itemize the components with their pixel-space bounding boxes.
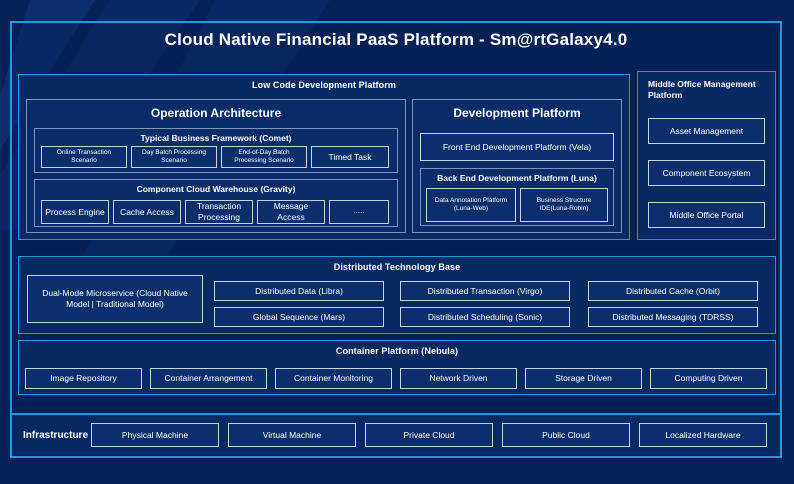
tile-container-monitoring[interactable]: Container Monitoring <box>275 368 392 389</box>
tile-container-arrangement[interactable]: Container Arrangement <box>150 368 267 389</box>
low-code-panel-title: Low Code Development Platform <box>252 80 396 90</box>
tile-label: Image Repository <box>50 373 117 384</box>
tile-network-driven[interactable]: Network Driven <box>400 368 517 389</box>
tile-label: Distributed Data (Libra) <box>255 285 343 296</box>
tile-label: Physical Machine <box>121 429 189 440</box>
tile-end-of-day-batch-processing-scenario[interactable]: End-of-Day Batch Processing Scenario <box>221 146 307 168</box>
infrastructure-label: Infrastructure <box>23 430 89 441</box>
tile-message-access[interactable]: Message Access <box>257 200 325 224</box>
tile-business-structure-ide[interactable]: Business Structure IDE(Luna-Robin) <box>520 188 608 222</box>
container-platform-title: Container Platform (Nebula) <box>335 346 459 356</box>
tile-label: Public Cloud <box>542 429 590 440</box>
tile-distributed-scheduling[interactable]: Distributed Scheduling (Sonic) <box>400 307 570 327</box>
tile-label: Message Access <box>273 201 309 222</box>
tile-timed-task[interactable]: Timed Task <box>311 146 389 168</box>
distributed-technology-base-title: Distributed Technology Base <box>333 262 461 272</box>
tile-distributed-cache[interactable]: Distributed Cache (Orbit) <box>588 281 758 301</box>
tile-more-components[interactable]: ...... <box>329 200 389 224</box>
middle-office-title: Middle Office Management Platform <box>648 79 756 101</box>
tile-label: Distributed Scheduling (Sonic) <box>427 311 543 322</box>
tile-label: Container Monitoring <box>294 373 373 384</box>
tile-label: Process Engine <box>45 206 105 217</box>
tile-label: Cache Access <box>120 206 174 217</box>
development-platform-title: Development Platform <box>453 106 581 120</box>
tile-label: Localized Hardware <box>665 429 741 440</box>
tile-label: Distributed Cache (Orbit) <box>625 285 720 296</box>
tile-middle-office-portal[interactable]: Middle Office Portal <box>648 202 765 228</box>
tile-label: Distributed Transaction (Virgo) <box>427 285 543 296</box>
tile-label: Private Cloud <box>403 429 455 440</box>
tile-dual-mode-microservice[interactable]: Dual-Mode Microservice (Cloud Native Mod… <box>27 275 203 323</box>
tile-asset-management[interactable]: Asset Management <box>648 118 765 144</box>
tile-distributed-data[interactable]: Distributed Data (Libra) <box>214 281 384 301</box>
component-cloud-warehouse-title: Component Cloud Warehouse (Gravity) <box>136 184 296 194</box>
back-end-development-platform-title: Back End Development Platform (Luna) <box>437 173 597 183</box>
tile-distributed-transaction[interactable]: Distributed Transaction (Virgo) <box>400 281 570 301</box>
tile-image-repository[interactable]: Image Repository <box>25 368 142 389</box>
tile-virtual-machine[interactable]: Virtual Machine <box>228 423 356 447</box>
tile-distributed-messaging[interactable]: Distributed Messaging (TDRSS) <box>588 307 758 327</box>
tile-label: Business Structure IDE(Luna-Robin) <box>536 196 592 212</box>
tile-label: Online Transaction Scenario <box>56 148 112 164</box>
tile-label: Data Annotation Platform (Luna-Web) <box>434 196 508 212</box>
tile-label: Storage Driven <box>555 373 612 384</box>
tile-cache-access[interactable]: Cache Access <box>113 200 181 224</box>
tile-public-cloud[interactable]: Public Cloud <box>502 423 630 447</box>
tile-label: End-of-Day Batch Processing Scenario <box>234 148 294 164</box>
tile-process-engine[interactable]: Process Engine <box>41 200 109 224</box>
page-title: Cloud Native Financial PaaS Platform - S… <box>164 30 628 49</box>
tile-transaction-processing[interactable]: Transaction Processing <box>185 200 253 224</box>
tile-label: Timed Task <box>328 151 372 162</box>
tile-front-end-development-platform[interactable]: Front End Development Platform (Vela) <box>420 133 614 161</box>
tile-label: Container Arrangement <box>164 373 253 384</box>
tile-physical-machine[interactable]: Physical Machine <box>91 423 219 447</box>
tile-label: Global Sequence (Mars) <box>252 311 346 322</box>
tile-localized-hardware[interactable]: Localized Hardware <box>639 423 767 447</box>
tile-global-sequence[interactable]: Global Sequence (Mars) <box>214 307 384 327</box>
tile-label: Component Ecosystem <box>662 167 751 178</box>
tile-label: Distributed Messaging (TDRSS) <box>612 311 734 322</box>
tile-label: Day Batch Processing Scenario <box>142 148 206 164</box>
tile-label: ...... <box>353 207 365 215</box>
tile-component-ecosystem[interactable]: Component Ecosystem <box>648 160 765 186</box>
tile-label: Middle Office Portal <box>669 209 744 220</box>
tile-label: Computing Driven <box>674 373 743 384</box>
operation-architecture-title: Operation Architecture <box>150 106 282 120</box>
tile-label: Asset Management <box>669 125 744 136</box>
tile-online-transaction-scenario[interactable]: Online Transaction Scenario <box>41 146 127 168</box>
tile-label: Front End Development Platform (Vela) <box>442 141 592 152</box>
tile-data-annotation-platform[interactable]: Data Annotation Platform (Luna-Web) <box>426 188 516 222</box>
tile-label: Network Driven <box>429 373 488 384</box>
typical-business-framework-title: Typical Business Framework (Comet) <box>140 133 292 143</box>
tile-label: Dual-Mode Microservice (Cloud Native Mod… <box>42 288 188 309</box>
tile-label: Transaction Processing <box>196 201 242 222</box>
tile-label: Virtual Machine <box>262 429 322 440</box>
tile-computing-driven[interactable]: Computing Driven <box>650 368 767 389</box>
tile-day-batch-processing-scenario[interactable]: Day Batch Processing Scenario <box>131 146 217 168</box>
tile-private-cloud[interactable]: Private Cloud <box>365 423 493 447</box>
tile-storage-driven[interactable]: Storage Driven <box>525 368 642 389</box>
container-platform-panel: Container Platform (Nebula) <box>18 340 776 395</box>
